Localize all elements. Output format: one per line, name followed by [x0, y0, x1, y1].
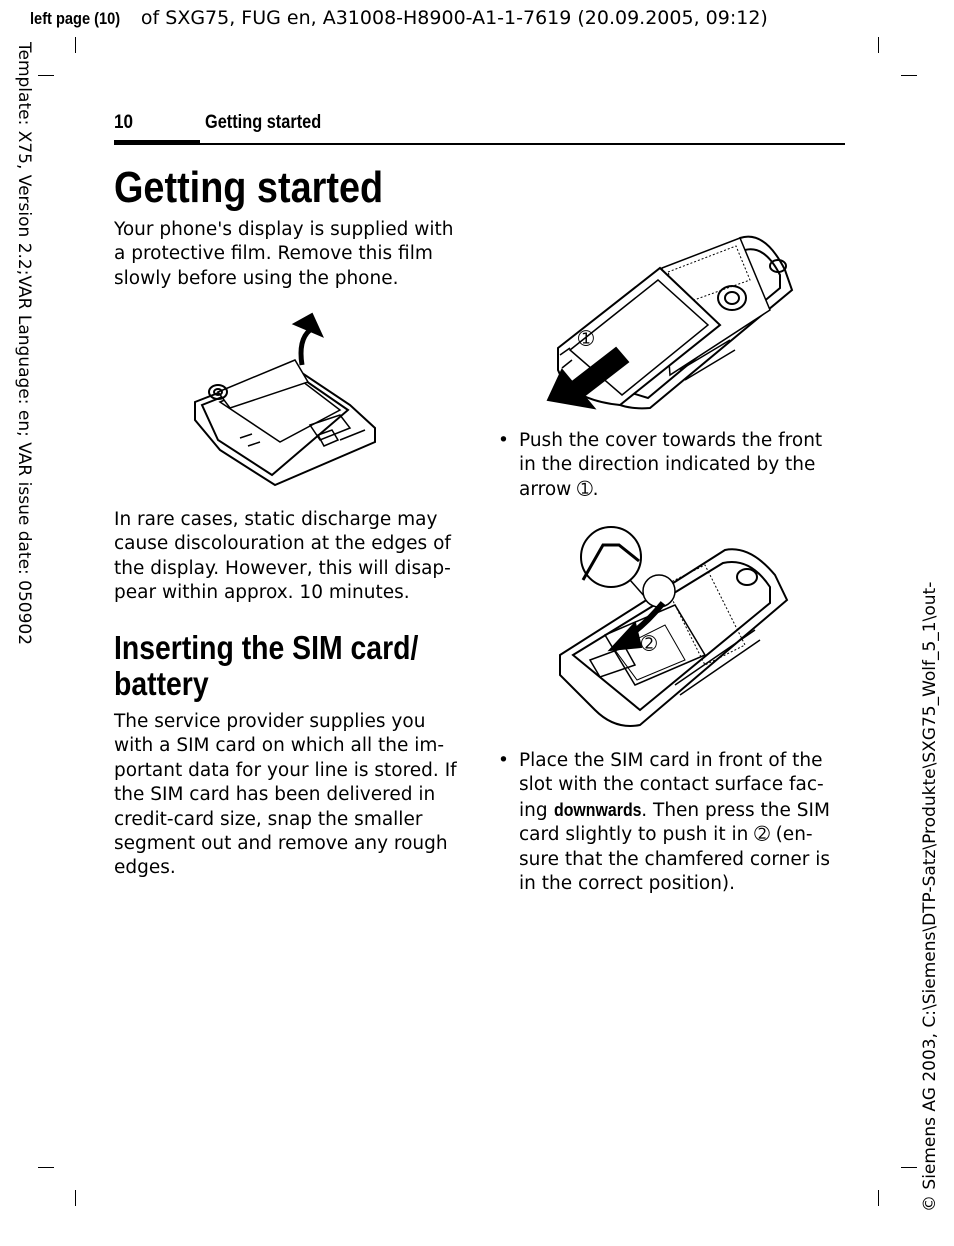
text-line: with a SIM card on which all the im- — [114, 735, 445, 757]
crop-mark — [878, 37, 879, 53]
sim-insert-illustration — [559, 526, 789, 727]
page-title: Getting started — [114, 163, 384, 212]
callout-number-1: ➀ — [578, 328, 594, 350]
text-line: portant data for your line is stored. If — [114, 759, 457, 781]
page-number: 10 — [114, 112, 134, 133]
crop-mark — [901, 75, 917, 76]
text-line: pear within approx. 10 minutes. — [114, 582, 410, 604]
text-line: slot with the contact surface fac- — [519, 774, 824, 796]
text-line: slowly before using the phone. — [114, 267, 399, 289]
heading-line: Inserting the SIM card/ — [114, 629, 419, 666]
section-heading-sim: Inserting the SIM card/ battery — [114, 630, 418, 702]
phone-cover-illustration — [546, 235, 794, 410]
header-tab-bar — [114, 140, 200, 145]
bullet-item-push-cover: • Push the cover towards the front in th… — [498, 429, 823, 502]
text-line: Place the SIM card in front of the — [519, 750, 823, 771]
running-header-title: Getting started — [205, 112, 322, 133]
text-line: credit-card size, snap the smaller — [114, 808, 423, 830]
text-segment: ing — [519, 799, 554, 821]
text-line: sure that the chamfered corner is — [519, 848, 831, 870]
text-line: in the correct position). — [519, 873, 736, 895]
bullet-symbol: • — [498, 430, 509, 451]
text-line: cause discolouration at the edges of — [114, 533, 451, 555]
left-page-label: left page (10) — [30, 9, 121, 28]
text-line: arrow ➀. — [519, 478, 599, 500]
copyright-path-vertical: © Siemens AG 2003, C:\Siemens\DTP-Satz\P… — [920, 581, 940, 1212]
bullet-symbol: • — [498, 750, 509, 771]
crop-mark — [75, 37, 76, 53]
text-line: In rare cases, static discharge may — [114, 509, 438, 530]
text-line: Push the cover towards the front — [519, 430, 823, 451]
text-line: Your phone's display is supplied with — [114, 219, 454, 240]
text-line: edges. — [114, 857, 176, 879]
text-line: the display. However, this will disap- — [114, 557, 451, 579]
text-line: segment out and remove any rough — [114, 833, 448, 855]
crop-mark — [901, 1167, 917, 1168]
job-info-text: of SXG75, FUG en, A31008-H8900-A1-1-7619… — [134, 7, 768, 29]
text-line: in the direction indicated by the — [519, 454, 816, 476]
text-line: a protective film. Remove this film — [114, 243, 433, 265]
sim-paragraph: The service provider supplies you with a… — [114, 710, 457, 881]
bullet-item-place-sim: • Place the SIM card in front of the slo… — [498, 749, 831, 896]
text-line: ing downwards. Then press the SIM — [519, 798, 830, 823]
crop-mark — [38, 1167, 54, 1168]
template-info-vertical: Template: X75, Version 2.2;VAR Language:… — [14, 42, 34, 646]
intro-paragraph: Your phone's display is supplied with a … — [114, 218, 454, 291]
phone-film-illustration — [194, 312, 376, 487]
crop-mark — [878, 1190, 879, 1206]
emphasis-downwards: downwards — [553, 798, 642, 820]
print-job-info: left page (10) of SXG75, FUG en, A31008-… — [30, 7, 768, 29]
text-segment: . Then press the SIM — [641, 799, 830, 821]
crop-mark — [38, 75, 54, 76]
crop-mark — [75, 1190, 76, 1206]
text-line: The service provider supplies you — [114, 711, 426, 732]
text-line: card slightly to push it in ➁ (en- — [519, 824, 813, 846]
text-line: the SIM card has been delivered in — [114, 784, 436, 806]
discharge-paragraph: In rare cases, static discharge may caus… — [114, 508, 451, 606]
callout-number-2: ➁ — [641, 633, 657, 655]
header-rule — [114, 143, 845, 145]
heading-line: battery — [114, 665, 209, 702]
